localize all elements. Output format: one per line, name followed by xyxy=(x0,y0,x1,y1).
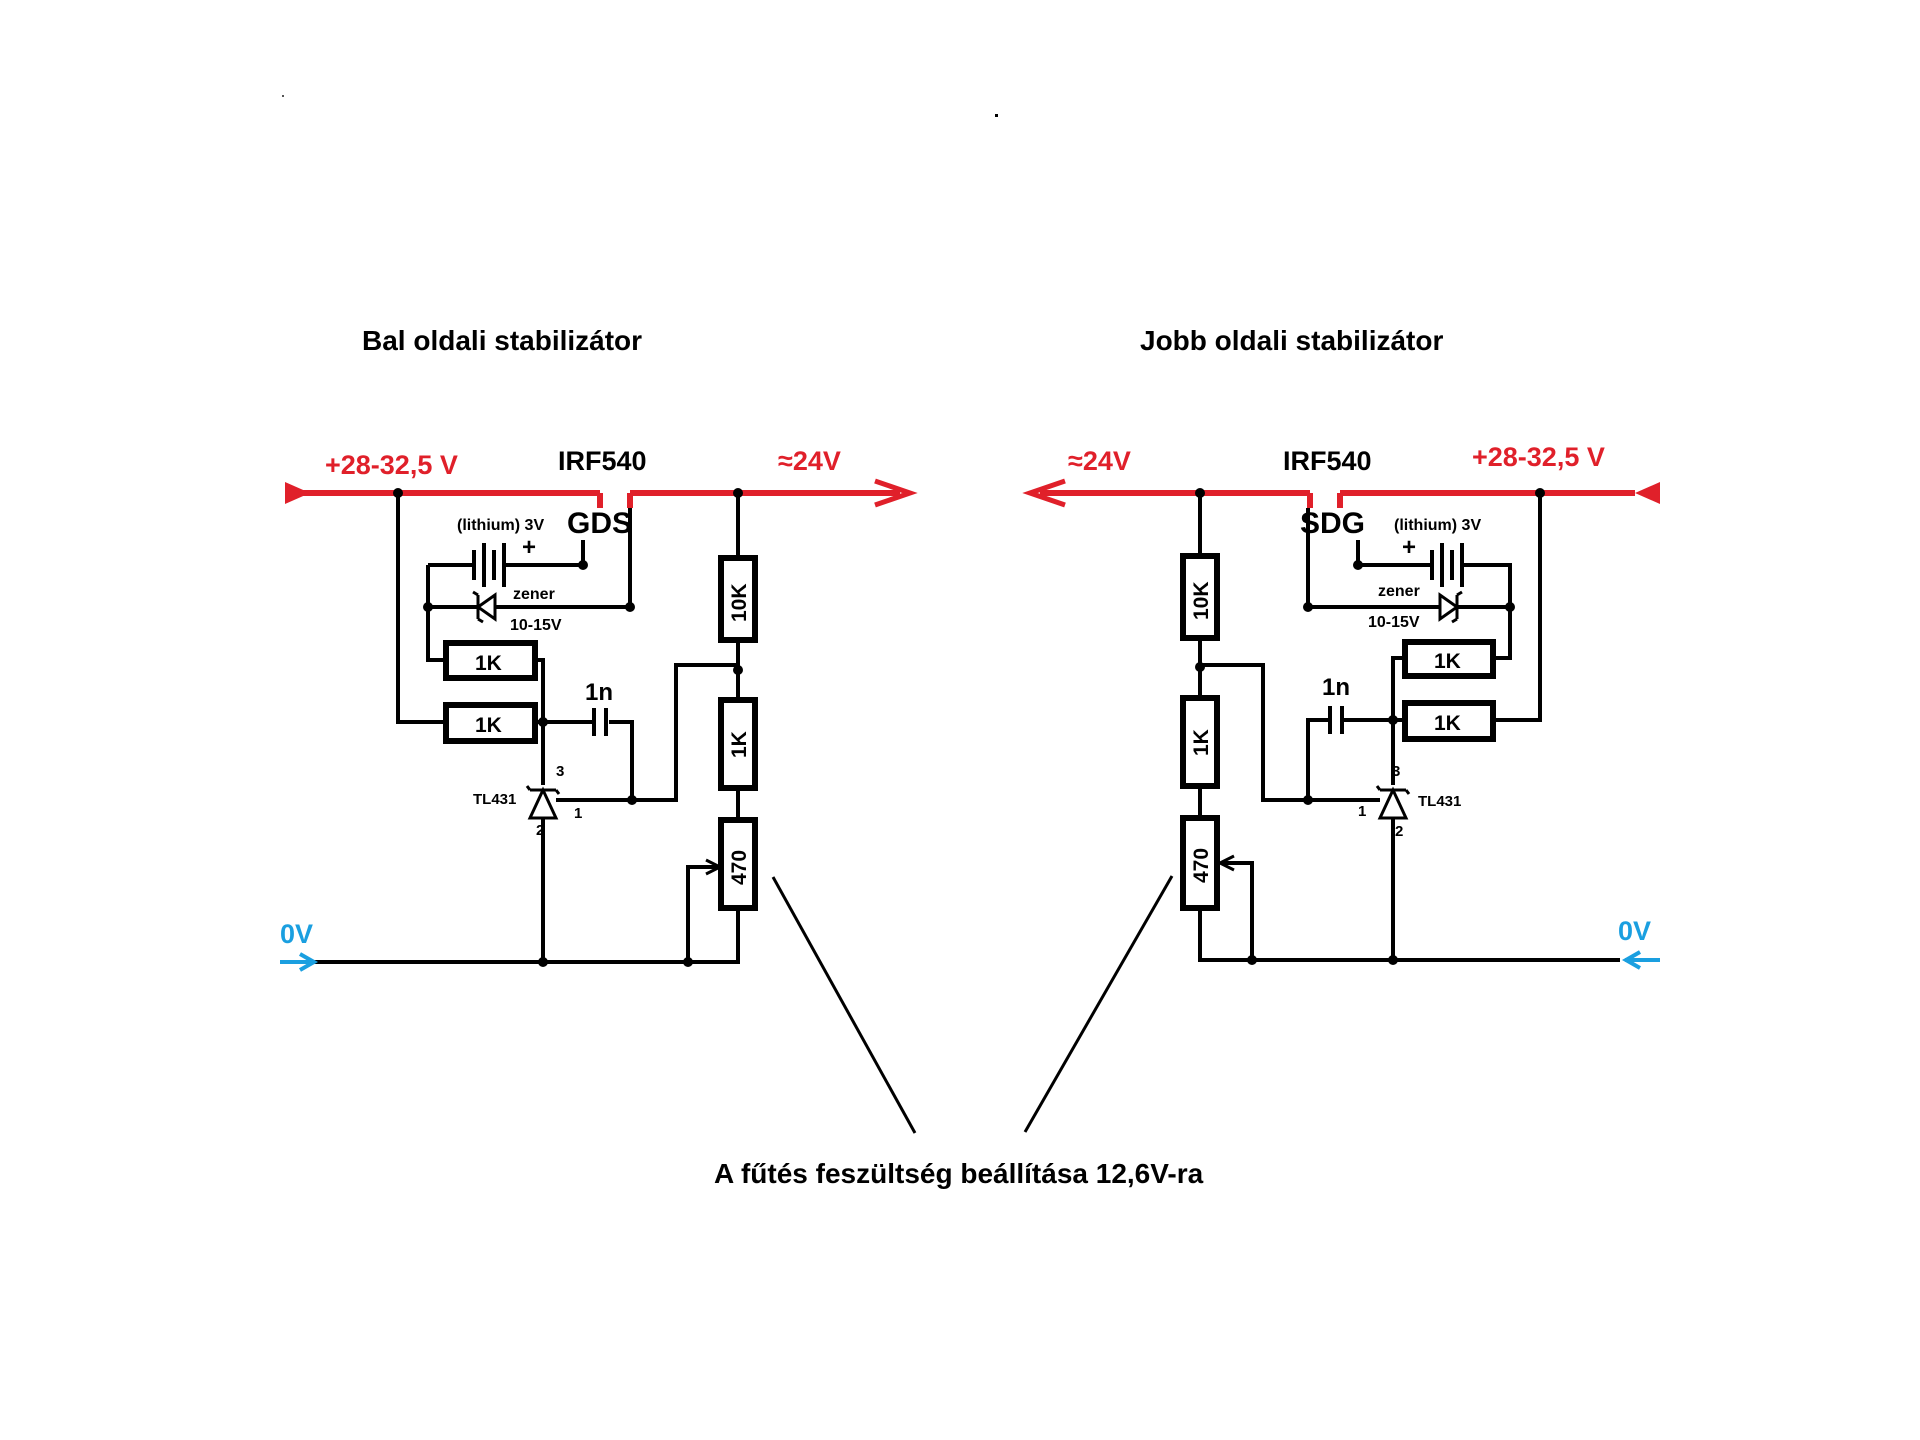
right-battery-plus: + xyxy=(1402,534,1416,561)
right-capacitor-icon xyxy=(1328,706,1344,734)
right-cap-label: 1n xyxy=(1322,674,1350,701)
left-zener-icon xyxy=(472,590,497,624)
right-output-arrow xyxy=(1022,478,1066,508)
right-cap-wires xyxy=(1306,718,1393,797)
left-zener-range: 10-15V xyxy=(510,617,562,634)
left-tl431-icon xyxy=(525,785,561,820)
right-r1-resistor xyxy=(1402,639,1496,679)
left-battery-plus: + xyxy=(522,534,536,561)
left-r1-label: 1K xyxy=(475,652,502,675)
left-ground-arrow xyxy=(280,952,319,972)
left-pot-label: 470 xyxy=(728,850,751,885)
left-gate-drain-stubs xyxy=(597,493,633,508)
left-stabilizer: +28-32,5 V IRF540 ≈24V GDS (lithium) 3V … xyxy=(280,446,918,1134)
left-r1-resistor xyxy=(443,640,538,681)
right-supply-label: +28-32,5 V xyxy=(1472,442,1605,472)
left-tl431-label: TL431 xyxy=(473,791,516,808)
speck xyxy=(995,114,998,117)
left-pot-wiper-arrow xyxy=(705,858,724,876)
right-ground-label: 0V xyxy=(1618,916,1651,946)
adjustment-note: A fűtés feszültség beállítása 12,6V-ra xyxy=(714,1158,1204,1189)
right-div-10k-label: 10K xyxy=(1190,581,1213,620)
right-input-arrow xyxy=(1635,482,1660,504)
left-tl431-pin3: 3 xyxy=(556,763,564,780)
right-r2-resistor xyxy=(1402,700,1496,742)
left-ground-label: 0V xyxy=(280,919,313,949)
right-battery-label: (lithium) 3V xyxy=(1394,517,1481,534)
left-mosfet-pins: GDS xyxy=(567,507,632,540)
right-title: Jobb oldali stabilizátor xyxy=(1140,325,1443,356)
right-tl431-pin1: 1 xyxy=(1358,803,1366,820)
right-tl431-pin3: 3 xyxy=(1392,763,1400,780)
right-r1-label: 1K xyxy=(1434,650,1461,673)
left-battery-icon xyxy=(472,543,506,587)
right-div-1k-resistor xyxy=(1180,695,1220,789)
left-annotation-line xyxy=(771,876,917,1134)
right-pot-wiper xyxy=(1222,861,1254,960)
right-ground-arrow xyxy=(1621,950,1660,970)
left-capacitor-icon xyxy=(592,708,608,736)
left-battery-label: (lithium) 3V xyxy=(457,517,544,534)
right-ground-rail xyxy=(1198,908,1620,962)
right-mosfet-pins: SDG xyxy=(1300,507,1365,540)
right-pot-wiper-arrow xyxy=(1216,854,1235,872)
left-tl431-pin2: 2 xyxy=(536,822,544,839)
left-r2-resistor xyxy=(443,702,538,744)
right-tl431-label: TL431 xyxy=(1418,793,1461,810)
right-zener-range: 10-15V xyxy=(1368,614,1420,631)
left-cap-label: 1n xyxy=(585,679,613,706)
right-tl431-icon xyxy=(1375,785,1411,820)
right-output-label: ≈24V xyxy=(1068,446,1131,476)
left-mosfet-label: IRF540 xyxy=(558,446,647,476)
left-div-10k-resistor xyxy=(718,555,758,643)
left-input-arrow xyxy=(285,482,310,504)
right-source-drain-stubs xyxy=(1307,493,1343,508)
left-div-1k-label: 1K xyxy=(728,731,751,758)
left-tl431-wires xyxy=(541,663,738,960)
right-tl431-pin2: 2 xyxy=(1395,823,1403,840)
right-r2-label: 1K xyxy=(1434,712,1461,735)
left-ground-rail xyxy=(310,910,740,964)
left-pot-wiper xyxy=(686,865,718,962)
right-zener-label: zener xyxy=(1378,583,1420,600)
right-div-10k-resistor xyxy=(1180,553,1220,641)
left-r2-label: 1K xyxy=(475,714,502,737)
left-cap-wires xyxy=(543,720,634,797)
left-tl431-pin1: 1 xyxy=(574,805,582,822)
left-supply-label: +28-32,5 V xyxy=(325,450,458,480)
left-div-1k-resistor xyxy=(718,697,758,791)
right-annotation-line xyxy=(1023,875,1174,1133)
right-pot-label: 470 xyxy=(1190,848,1213,883)
right-zener-icon xyxy=(1438,590,1463,624)
left-title: Bal oldali stabilizátor xyxy=(362,325,642,356)
left-zener-wire xyxy=(428,508,632,609)
speck xyxy=(282,95,284,97)
left-output-arrow xyxy=(874,478,918,508)
right-battery-icon xyxy=(1430,543,1464,587)
right-stabilizer: ≈24V IRF540 +28-32,5 V SDG (lithium) 3V … xyxy=(1022,442,1660,1133)
left-zener-label: zener xyxy=(513,586,555,603)
left-output-label: ≈24V xyxy=(778,446,841,476)
left-div-10k-label: 10K xyxy=(728,583,751,622)
right-div-1k-label: 1K xyxy=(1190,729,1213,756)
right-mosfet-label: IRF540 xyxy=(1283,446,1372,476)
right-tl431-wires xyxy=(1202,663,1395,960)
left-pot-470 xyxy=(718,817,758,911)
right-r1-wires xyxy=(1391,607,1512,720)
